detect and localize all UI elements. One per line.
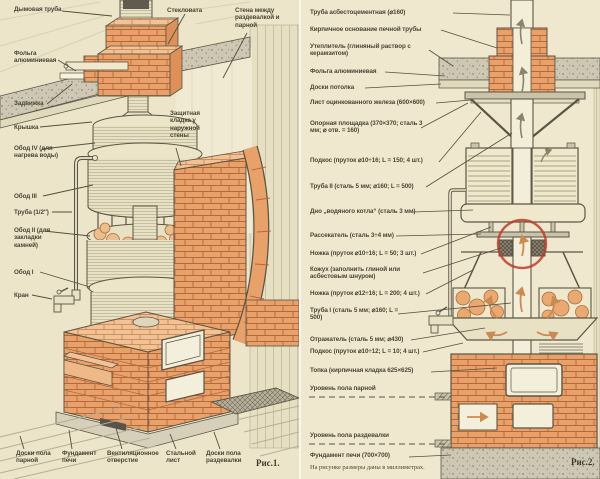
label-truba-2: Труба II (сталь 5 мм; ⌀160; L = 500) [310, 183, 414, 190]
label-nozhka-4: Ножка (пруток ⌀12÷16; L = 200; 4 шт.) [310, 290, 420, 297]
label-otrazhatel: Отражатель (сталь 5 мм; ⌀430) [310, 336, 404, 343]
fig2-footnote: На рисунке размеры даны в миллиметрах. [310, 464, 425, 471]
label-truba-12: Труба (1/2″) [14, 209, 49, 216]
vent-opening [100, 418, 126, 431]
ash-door-2 [512, 403, 554, 429]
label-zashchitnaya-kladka: Защитная кладка у наружной стены [170, 110, 200, 140]
damper [63, 61, 129, 71]
label-fundament-2: Фундамент печи (700×700) [310, 452, 390, 459]
pipe-2 [510, 98, 534, 150]
foundation-and-floor [0, 387, 299, 479]
ash-door [165, 370, 205, 403]
label-opornaya: Опорная площадка (370×370; сталь 3 мм; ⌀… [310, 120, 423, 135]
firebox-door [161, 329, 205, 371]
label-dymovaya-truba: Дымовая труба [14, 6, 62, 13]
label-folga: Фольга алюминиевая [14, 50, 57, 65]
chimney [83, 0, 184, 97]
reflector [445, 317, 599, 341]
label-steklovata: Стекловата [167, 7, 203, 14]
label-doski-potolka: Доски потолка [310, 84, 355, 91]
highlight-circle [496, 218, 548, 270]
firebox [63, 311, 231, 433]
grate [539, 343, 583, 354]
label-stena-mezhdu: Стена между раздевалкой и парной [235, 7, 280, 29]
label-obod-3: Обод III [14, 193, 37, 200]
label-rassekatel: Рассекатель (сталь 3÷4 мм) [310, 232, 394, 239]
firebox-2 [450, 353, 598, 449]
label-topka: Топка (кирпичная кладка 625×625) [310, 367, 414, 374]
label-kran: Кран [14, 292, 29, 299]
label-kozhukh: Кожух (заполнить глиной или асбестовым ш… [310, 266, 401, 281]
faucet [428, 188, 466, 334]
label-podkos-2: Подкос (пруток ⌀10÷12; L = 10; 4 шт.) [310, 348, 420, 355]
label-truba-1: Труба I (сталь 5 мм; ⌀160; L = 500) [310, 307, 399, 322]
label-dno-kotla: Дно „водяного котла“ (сталь 3 мм) [310, 208, 416, 215]
flow-arrows [467, 18, 561, 423]
steel-sheet [210, 387, 299, 415]
label-uteplitel: Утеплитель (глиняный раствор с керамзито… [310, 43, 411, 58]
label-doski-parnoy: Доски пола парной [16, 450, 51, 465]
ceiling-layers [438, 57, 600, 89]
fig2-leader-lines [364, 12, 513, 458]
label-obod-2: Обод II (для закладки камней) [14, 227, 51, 249]
fig1-leader-lines [19, 10, 248, 450]
label-zadvizhka: Задвижка [14, 100, 44, 107]
floor-levels [309, 392, 452, 448]
water-pipe-and-tap [53, 154, 99, 313]
label-folga-2: Фольга алюминиевая [310, 68, 377, 75]
label-list-ocink: Лист оцинкованного железа (600×600) [310, 99, 425, 106]
fig1-caption: Рис.1. [256, 458, 280, 468]
protective-brickwork [173, 145, 299, 349]
figure-2-panel: Труба асбестоцементная (⌀160) Кирпичное … [301, 0, 600, 479]
label-fundament: Фундамент печи [62, 450, 97, 465]
label-vent: Вентиляционное отверстие [107, 450, 159, 465]
label-doski-razdevalki: Доски пола раздевалки [206, 450, 242, 465]
label-kryshka: Крышка [14, 124, 39, 131]
fig2-caption: Рис.2. [571, 457, 595, 467]
firebox-door-2 [505, 363, 563, 397]
label-kirpich-osnovanie: Кирпичное основание печной трубы [310, 26, 422, 33]
foundation-2 [440, 447, 600, 479]
label-obod-4: Обод IV (для нагрева воды) [14, 145, 59, 160]
label-podkos-1: Подкос (пруток ⌀10÷16; L = 150; 4 шт.) [310, 157, 423, 164]
label-truba-asbest: Труба асбестоцементная (⌀160) [310, 9, 406, 16]
label-nozhka-3: Ножка (пруток ⌀10÷16; L = 50; 3 шт.) [310, 250, 417, 257]
label-obod-1: Обод I [14, 269, 34, 276]
fig1-drawing [0, 0, 299, 479]
label-stalnoy-list: Стальной лист [166, 450, 196, 465]
figure-1-panel: Дымовая труба Фольга алюминиевая Задвижк… [0, 0, 299, 479]
label-uroven-razdevalki: Уровень пола раздевалки [310, 432, 389, 439]
fig2-drawing [301, 0, 600, 479]
label-uroven-parnoy: Уровень пола парной [310, 385, 376, 392]
